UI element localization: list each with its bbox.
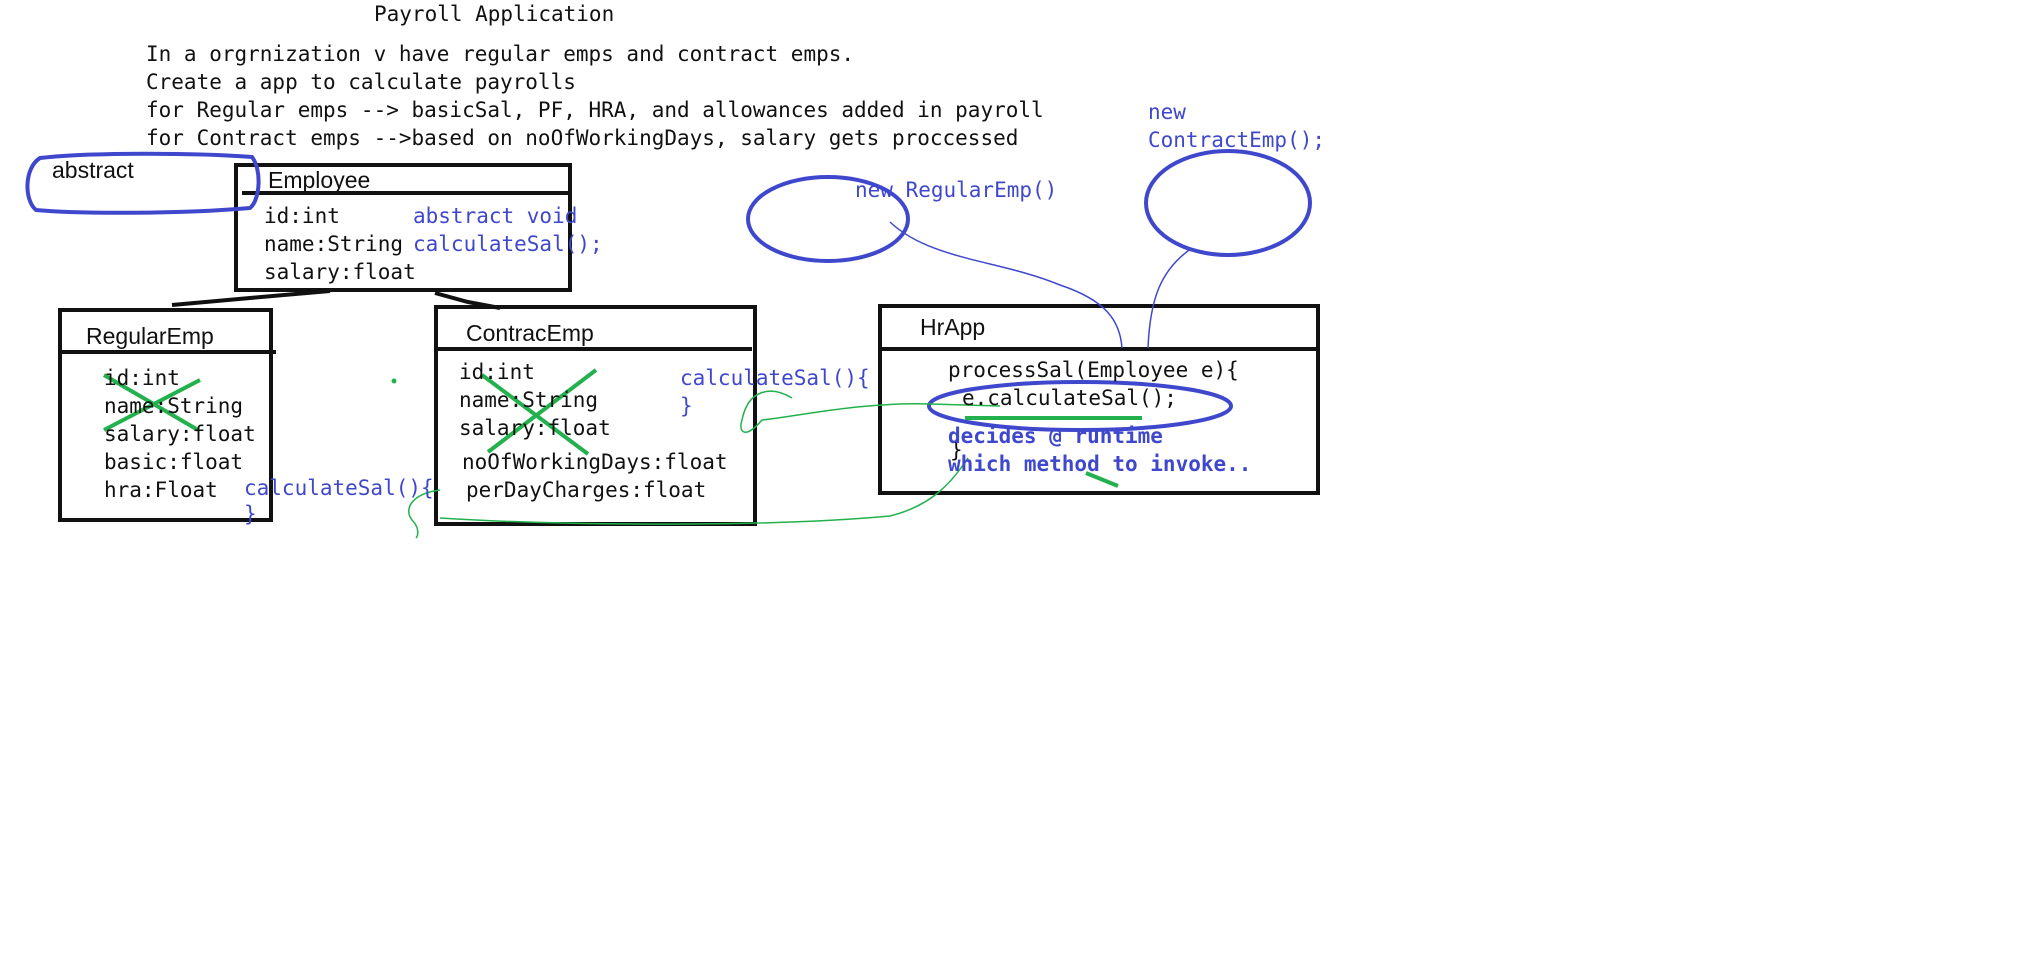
contract-id-name-cross [480, 368, 598, 456]
hrapp-method-signature: processSal(Employee e){ [948, 358, 1239, 382]
employee-method-line-2: calculateSal(); [413, 232, 603, 256]
regular-emp-field-hra: hra:Float [104, 478, 218, 502]
green-link-regular [408, 457, 969, 539]
employee-field-name: name:String [264, 232, 404, 256]
contract-emp-field-salary: salary:float [459, 416, 611, 440]
page-title: Payroll Application [374, 2, 615, 26]
green-link-contract [740, 390, 1001, 433]
regular-emp-method-line-1: calculateSal(){ [244, 476, 434, 500]
new-regular-emp-note: new RegularEmp() [855, 178, 1058, 202]
employee-field-id: id:int [264, 204, 340, 228]
contract-emp-method-line-1: calculateSal(){ [680, 366, 870, 390]
new-contract-emp-note-line-1: new [1148, 100, 1186, 124]
employee-class-name: Employee [268, 167, 371, 193]
contract-emp-field-per-day: perDayCharges:float [466, 478, 707, 502]
intro-line-4: for Contract emps -->based on noOfWorkin… [146, 126, 1019, 150]
contract-emp-field-name: name:String [459, 388, 599, 412]
contract-object-circle [1144, 149, 1312, 257]
regular-emp-method-line-2: } [244, 502, 257, 526]
hrapp-call: e.calculateSal(); [962, 386, 1177, 410]
intro-line-1: In a orgrnization v have regular emps an… [146, 42, 855, 66]
regular-emp-field-id: id:int [104, 366, 180, 390]
regular-object-circle [746, 175, 910, 263]
hrapp-note-line-2: which method to invoke.. [948, 452, 1252, 476]
hrapp-closing-brace: } [950, 438, 963, 462]
runtime-tick [1085, 471, 1119, 488]
hrapp-box [878, 304, 1320, 495]
abstract-label: abstract [52, 157, 134, 183]
hrapp-note-line-1: decides @ runtime [948, 424, 1163, 448]
inheritance-line-contract [434, 291, 501, 310]
contract-emp-class-name: ContracEmp [466, 320, 594, 346]
regular-id-name-cross [102, 373, 201, 432]
intro-line-2: Create a app to calculate payrolls [146, 70, 576, 94]
green-dot [391, 378, 397, 384]
call-highlight-circle [927, 380, 1233, 432]
regular-emp-box [58, 308, 273, 522]
regular-emp-class-name: RegularEmp [86, 323, 214, 349]
inheritance-line-regular [171, 289, 331, 307]
hrapp-class-name: HrApp [920, 314, 986, 340]
employee-box [234, 163, 572, 292]
regular-emp-field-salary: salary:float [104, 422, 256, 446]
contract-emp-method-line-2: } [680, 394, 693, 418]
contract-emp-field-id: id:int [459, 360, 535, 384]
new-contract-emp-note-line-2: ContractEmp(); [1148, 128, 1326, 152]
employee-field-salary: salary:float [264, 260, 416, 284]
regular-emp-field-basic: basic:float [104, 450, 244, 474]
abstract-circle [25, 151, 261, 215]
regular-emp-field-name: name:String [104, 394, 244, 418]
arrow-from-regular-object [889, 221, 1123, 349]
arrow-from-contract-object [1147, 247, 1193, 349]
intro-line-3: for Regular emps --> basicSal, PF, HRA, … [146, 98, 1044, 122]
contract-emp-field-working-days: noOfWorkingDays:float [462, 450, 728, 474]
employee-method-line-1: abstract void [413, 204, 578, 228]
